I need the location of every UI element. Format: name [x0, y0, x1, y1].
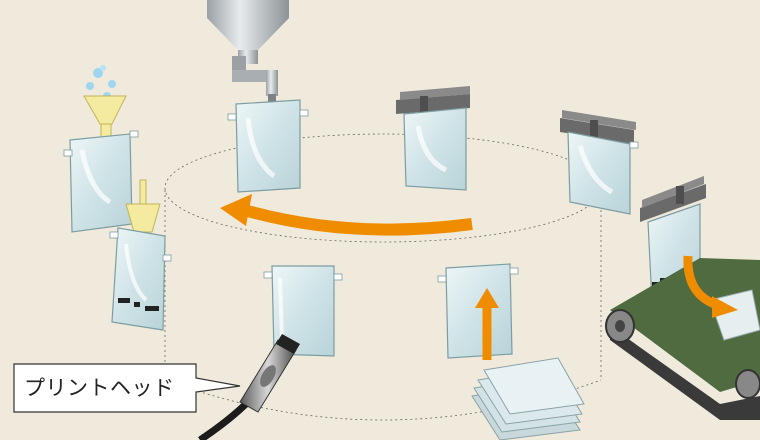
- print-head-label: プリントヘッド: [24, 372, 175, 402]
- pouch: [64, 131, 138, 232]
- pouch: [404, 108, 466, 190]
- rotation-arrow: [220, 194, 472, 230]
- conveyor-icon: [606, 258, 760, 420]
- pouch: [438, 264, 518, 358]
- funnel-icon: [84, 65, 126, 138]
- pouch: [568, 132, 638, 214]
- pouch: [228, 100, 308, 192]
- pouch: [264, 266, 342, 356]
- hopper-icon: [207, 0, 289, 108]
- pouch: [110, 228, 171, 330]
- pouch-stack-icon: [472, 358, 584, 440]
